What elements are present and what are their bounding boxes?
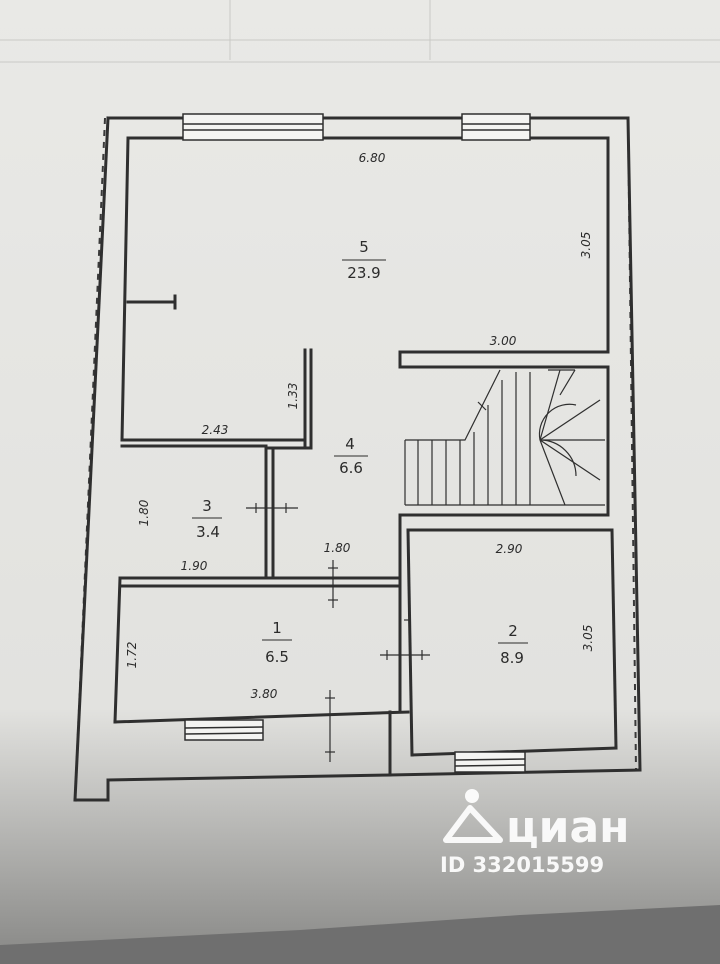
dim-room1-bottom: 3.80 (251, 687, 278, 701)
dim-room1-left: 1.72 (125, 642, 139, 669)
dim-top-width: 6.80 (359, 151, 386, 165)
watermark-brand: циан (506, 802, 630, 853)
room-5-area: 23.9 (347, 264, 380, 282)
room-1-area: 6.5 (265, 648, 289, 666)
cian-logo-icon (443, 789, 503, 843)
dim-room3-bottom: 1.90 (181, 559, 208, 573)
watermark: циан ID 332015599 (440, 789, 630, 877)
dim-room2-top: 2.90 (496, 542, 523, 556)
dim-room2-right: 3.05 (581, 625, 595, 652)
door-marks (246, 503, 430, 762)
dim-room3-top: 2.43 (202, 423, 229, 437)
room-2-area: 8.9 (500, 649, 524, 667)
room-3-area: 3.4 (196, 523, 220, 541)
room-4-number: 4 (345, 435, 355, 453)
room-2-number: 2 (508, 622, 518, 640)
room-5-number: 5 (359, 238, 369, 256)
dim-corridor-bottom: 1.80 (324, 541, 351, 555)
dim-room3-left: 1.80 (137, 499, 151, 526)
room-1-number: 1 (272, 619, 282, 637)
room-3-number: 3 (202, 497, 212, 515)
windows (182, 113, 531, 773)
room-4-area: 6.6 (339, 459, 363, 477)
dim-stair-width: 3.00 (490, 334, 517, 348)
room-labels: 5 23.9 4 6.6 3 3.4 1 6.5 2 8.9 (192, 238, 528, 667)
watermark-id: ID 332015599 (440, 853, 604, 877)
dim-room5-right: 3.05 (579, 232, 593, 259)
dimension-labels: 6.80 3.05 3.00 1.33 2.43 1.80 1.90 1.80 … (125, 151, 595, 701)
background-table-lines (0, 0, 720, 63)
staircase (404, 369, 605, 506)
dim-partition-height: 1.33 (286, 383, 300, 410)
